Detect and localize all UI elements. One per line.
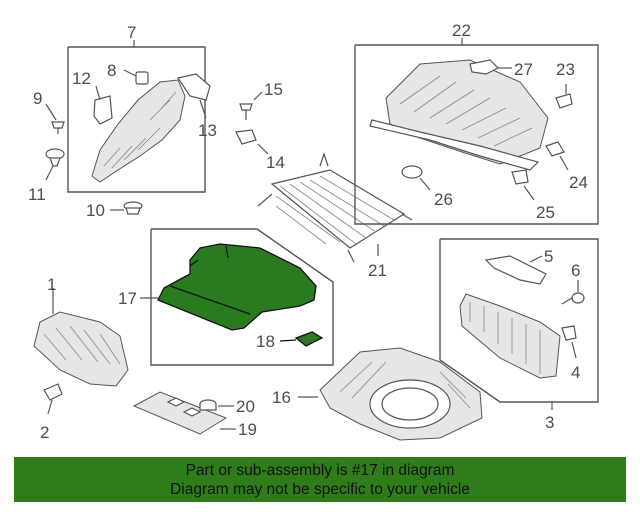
plug-part-23[interactable] <box>555 93 573 109</box>
bolt-part-15[interactable]: 15 <box>239 80 283 120</box>
rear-panel-trim[interactable] <box>459 293 561 379</box>
callout-7[interactable]: 7 <box>127 23 136 42</box>
bracket-part-5[interactable] <box>484 255 547 285</box>
callout-22[interactable]: 22 <box>452 21 471 40</box>
banner-line-1: Part or sub-assembly is #17 in diagram <box>185 462 455 479</box>
cover-part-13[interactable] <box>177 73 211 101</box>
callout-23[interactable]: 23 <box>556 60 575 79</box>
callout-19[interactable]: 19 <box>238 420 257 439</box>
clip-part-24[interactable] <box>545 141 565 157</box>
cap-part-20[interactable]: 20 <box>199 397 255 416</box>
bracket-part-12[interactable] <box>93 95 113 125</box>
callout-14[interactable]: 14 <box>266 153 285 172</box>
clip-part-11[interactable]: 11 <box>28 148 65 204</box>
callout-17[interactable]: 17 <box>118 289 137 308</box>
callout-26[interactable]: 26 <box>434 190 453 209</box>
callout-2[interactable]: 2 <box>40 423 49 442</box>
callout-16[interactable]: 16 <box>272 388 291 407</box>
clip-part-25[interactable] <box>511 169 529 185</box>
bolt-part-2[interactable]: 2 <box>40 383 63 442</box>
parts-diagram: 7 12 8 13 9 11 10 <box>28 21 599 442</box>
pad-part-18[interactable] <box>294 331 324 347</box>
trim-part-1[interactable]: 1 <box>33 275 129 387</box>
callout-9[interactable]: 9 <box>33 89 42 108</box>
callout-11[interactable]: 11 <box>28 185 46 204</box>
callout-15[interactable]: 15 <box>264 80 283 99</box>
grommet-part-26[interactable] <box>401 165 423 179</box>
callout-25[interactable]: 25 <box>536 203 555 222</box>
quarter-trim-panel[interactable] <box>91 79 186 183</box>
callout-5[interactable]: 5 <box>544 247 553 266</box>
callout-1[interactable]: 1 <box>47 275 56 294</box>
callout-13[interactable]: 13 <box>198 121 217 140</box>
clip-part-14[interactable]: 14 <box>235 129 285 172</box>
bracket-part-27[interactable] <box>469 59 500 75</box>
clip-part-4[interactable] <box>561 325 577 341</box>
callout-4[interactable]: 4 <box>571 363 580 382</box>
group-7-box: 7 12 8 13 <box>67 23 217 193</box>
screw-part-9[interactable]: 9 <box>33 89 65 134</box>
cargo-mat-part-17[interactable] <box>157 243 317 331</box>
callout-8[interactable]: 8 <box>107 61 116 80</box>
callout-21[interactable]: 21 <box>368 261 387 280</box>
callout-12[interactable]: 12 <box>72 69 91 88</box>
callout-6[interactable]: 6 <box>571 261 580 280</box>
floor-pan-part-16[interactable]: 16 <box>272 347 483 441</box>
clip-part-6[interactable] <box>571 292 585 304</box>
callout-18[interactable]: 18 <box>256 332 275 351</box>
group-17-box: 17 18 <box>118 228 334 366</box>
callout-24[interactable]: 24 <box>569 173 588 192</box>
callout-10[interactable]: 10 <box>86 201 105 220</box>
cargo-net-part-21[interactable]: 21 <box>257 152 413 280</box>
callout-20[interactable]: 20 <box>236 397 255 416</box>
callout-27[interactable]: 27 <box>514 60 533 79</box>
callout-3[interactable]: 3 <box>545 413 554 432</box>
banner-line-2: Diagram may not be specific to your vehi… <box>170 481 470 498</box>
info-banner: Part or sub-assembly is #17 in diagram D… <box>14 457 626 502</box>
grommet-part-10[interactable]: 10 <box>86 201 143 220</box>
group-22-box: 22 27 23 24 25 26 <box>354 21 599 225</box>
group-3-box: 3 5 6 4 <box>439 238 599 432</box>
clip-part-8[interactable] <box>135 71 149 85</box>
board-part-19[interactable]: 19 <box>132 391 257 439</box>
